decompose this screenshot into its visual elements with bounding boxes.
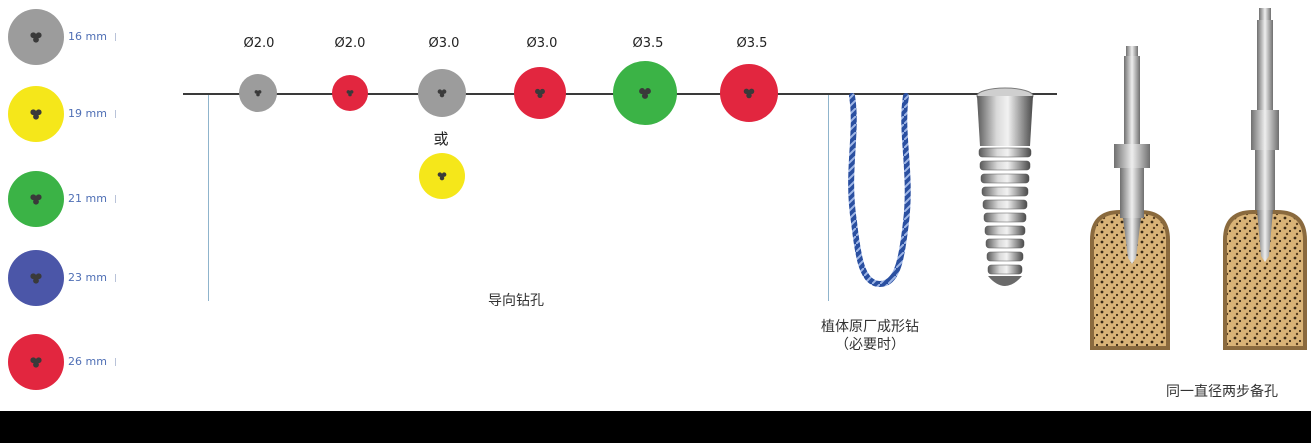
hub-icon	[30, 273, 42, 284]
drill-diameter-label: Ø3.0	[526, 36, 558, 51]
legend-size-label: 26 mm	[68, 355, 107, 368]
hub-icon	[30, 357, 42, 368]
drill-diameter-label: Ø3.5	[736, 36, 768, 51]
implant-illustration	[976, 87, 1034, 286]
hub-icon	[30, 194, 42, 205]
hub-icon	[346, 90, 354, 97]
hub-icon	[437, 89, 447, 98]
profile-drill-illustration	[848, 93, 911, 288]
legend-tick	[115, 33, 116, 41]
legend-tick	[115, 110, 116, 118]
legend-tick	[115, 274, 116, 282]
legend-size-label: 19 mm	[68, 107, 107, 120]
legend-disc	[8, 171, 64, 227]
legend-disc	[8, 250, 64, 306]
two-step-drill-second-illustration	[1223, 8, 1307, 350]
hub-icon	[639, 88, 651, 99]
drill-disc	[720, 64, 778, 122]
legend-size-label: 21 mm	[68, 192, 107, 205]
alternative-drill-disc	[419, 153, 465, 199]
hub-icon	[743, 88, 755, 99]
pilot-drilling-caption: 导向钻孔	[488, 293, 544, 309]
legend-tick	[115, 195, 116, 203]
drill-diameter-label: Ø3.0	[428, 36, 460, 51]
hub-icon	[254, 90, 262, 97]
hub-icon	[30, 32, 42, 43]
two-step-drill-first-illustration	[1090, 46, 1170, 350]
drill-diameter-label: Ø2.0	[243, 36, 275, 51]
drill-disc	[239, 74, 277, 112]
profile-drill-caption-line2: （必要时）	[835, 337, 905, 353]
legend-tick	[115, 358, 116, 366]
hub-icon	[437, 172, 447, 181]
drill-disc	[418, 69, 466, 117]
legend-disc	[8, 334, 64, 390]
hub-icon	[30, 109, 42, 120]
bottom-black-band	[0, 411, 1311, 443]
profile-drill-caption-line1: 植体原厂成形钻	[821, 319, 919, 335]
legend-disc	[8, 9, 64, 65]
profile-drill-guide-line	[828, 95, 829, 301]
drill-disc	[613, 61, 677, 125]
drill-diameter-label: Ø3.5	[632, 36, 664, 51]
two-step-caption: 同一直径两步备孔	[1166, 384, 1278, 400]
drill-diameter-label: Ø2.0	[334, 36, 366, 51]
or-label: 或	[433, 130, 449, 148]
legend-size-label: 16 mm	[68, 30, 107, 43]
legend-size-label: 23 mm	[68, 271, 107, 284]
pilot-section-guide-line	[208, 95, 209, 301]
drill-disc	[332, 75, 368, 111]
legend-disc	[8, 86, 64, 142]
drill-disc	[514, 67, 566, 119]
hub-icon	[535, 88, 545, 98]
